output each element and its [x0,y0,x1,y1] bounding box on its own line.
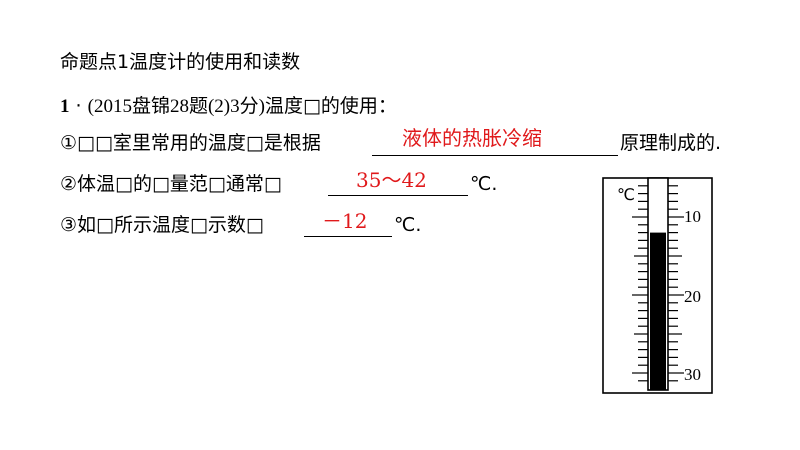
item-3-suffix: ℃. [394,214,422,236]
section-title: 命题点1温度计的使用和读数 [60,50,300,74]
thermometer-unit: ℃ [617,185,635,204]
item-2-prefix: ②体温□的□量范□通常□ [60,173,282,195]
question-separator: · [75,95,82,117]
item-2-answer: 35～42 [356,168,427,192]
item-2-suffix: ℃. [470,173,498,195]
question-stem: 1 · (2015盘锦28题(2)3分)温度□的使用： [60,94,397,119]
item-1-suffix: 原理制成的. [620,132,722,154]
item-3-blank [304,236,392,237]
question-stem-text: 温度□的使用： [264,95,397,117]
item-3-prefix: ③如□所示温度□示数□ [60,214,264,236]
thermometer-ticks [632,185,684,382]
tick-label-10: 10 [684,207,701,226]
question-number: 1 [60,96,70,117]
section-title-text: 命题点1温度计的使用和读数 [60,51,301,73]
tick-label-30: 30 [684,365,701,384]
item-2-blank [328,195,468,196]
tick-label-20: 20 [684,287,701,306]
item-1-prefix: ①□□室里常用的温度□是根据 [60,132,321,154]
question-source: (2015盘锦28题(2)3分) [87,96,265,117]
item-1-blank [372,155,618,156]
thermometer-liquid [650,232,666,390]
item-3-answer: －12 [322,209,368,233]
item-1-answer: 液体的热胀冷缩 [402,126,542,150]
